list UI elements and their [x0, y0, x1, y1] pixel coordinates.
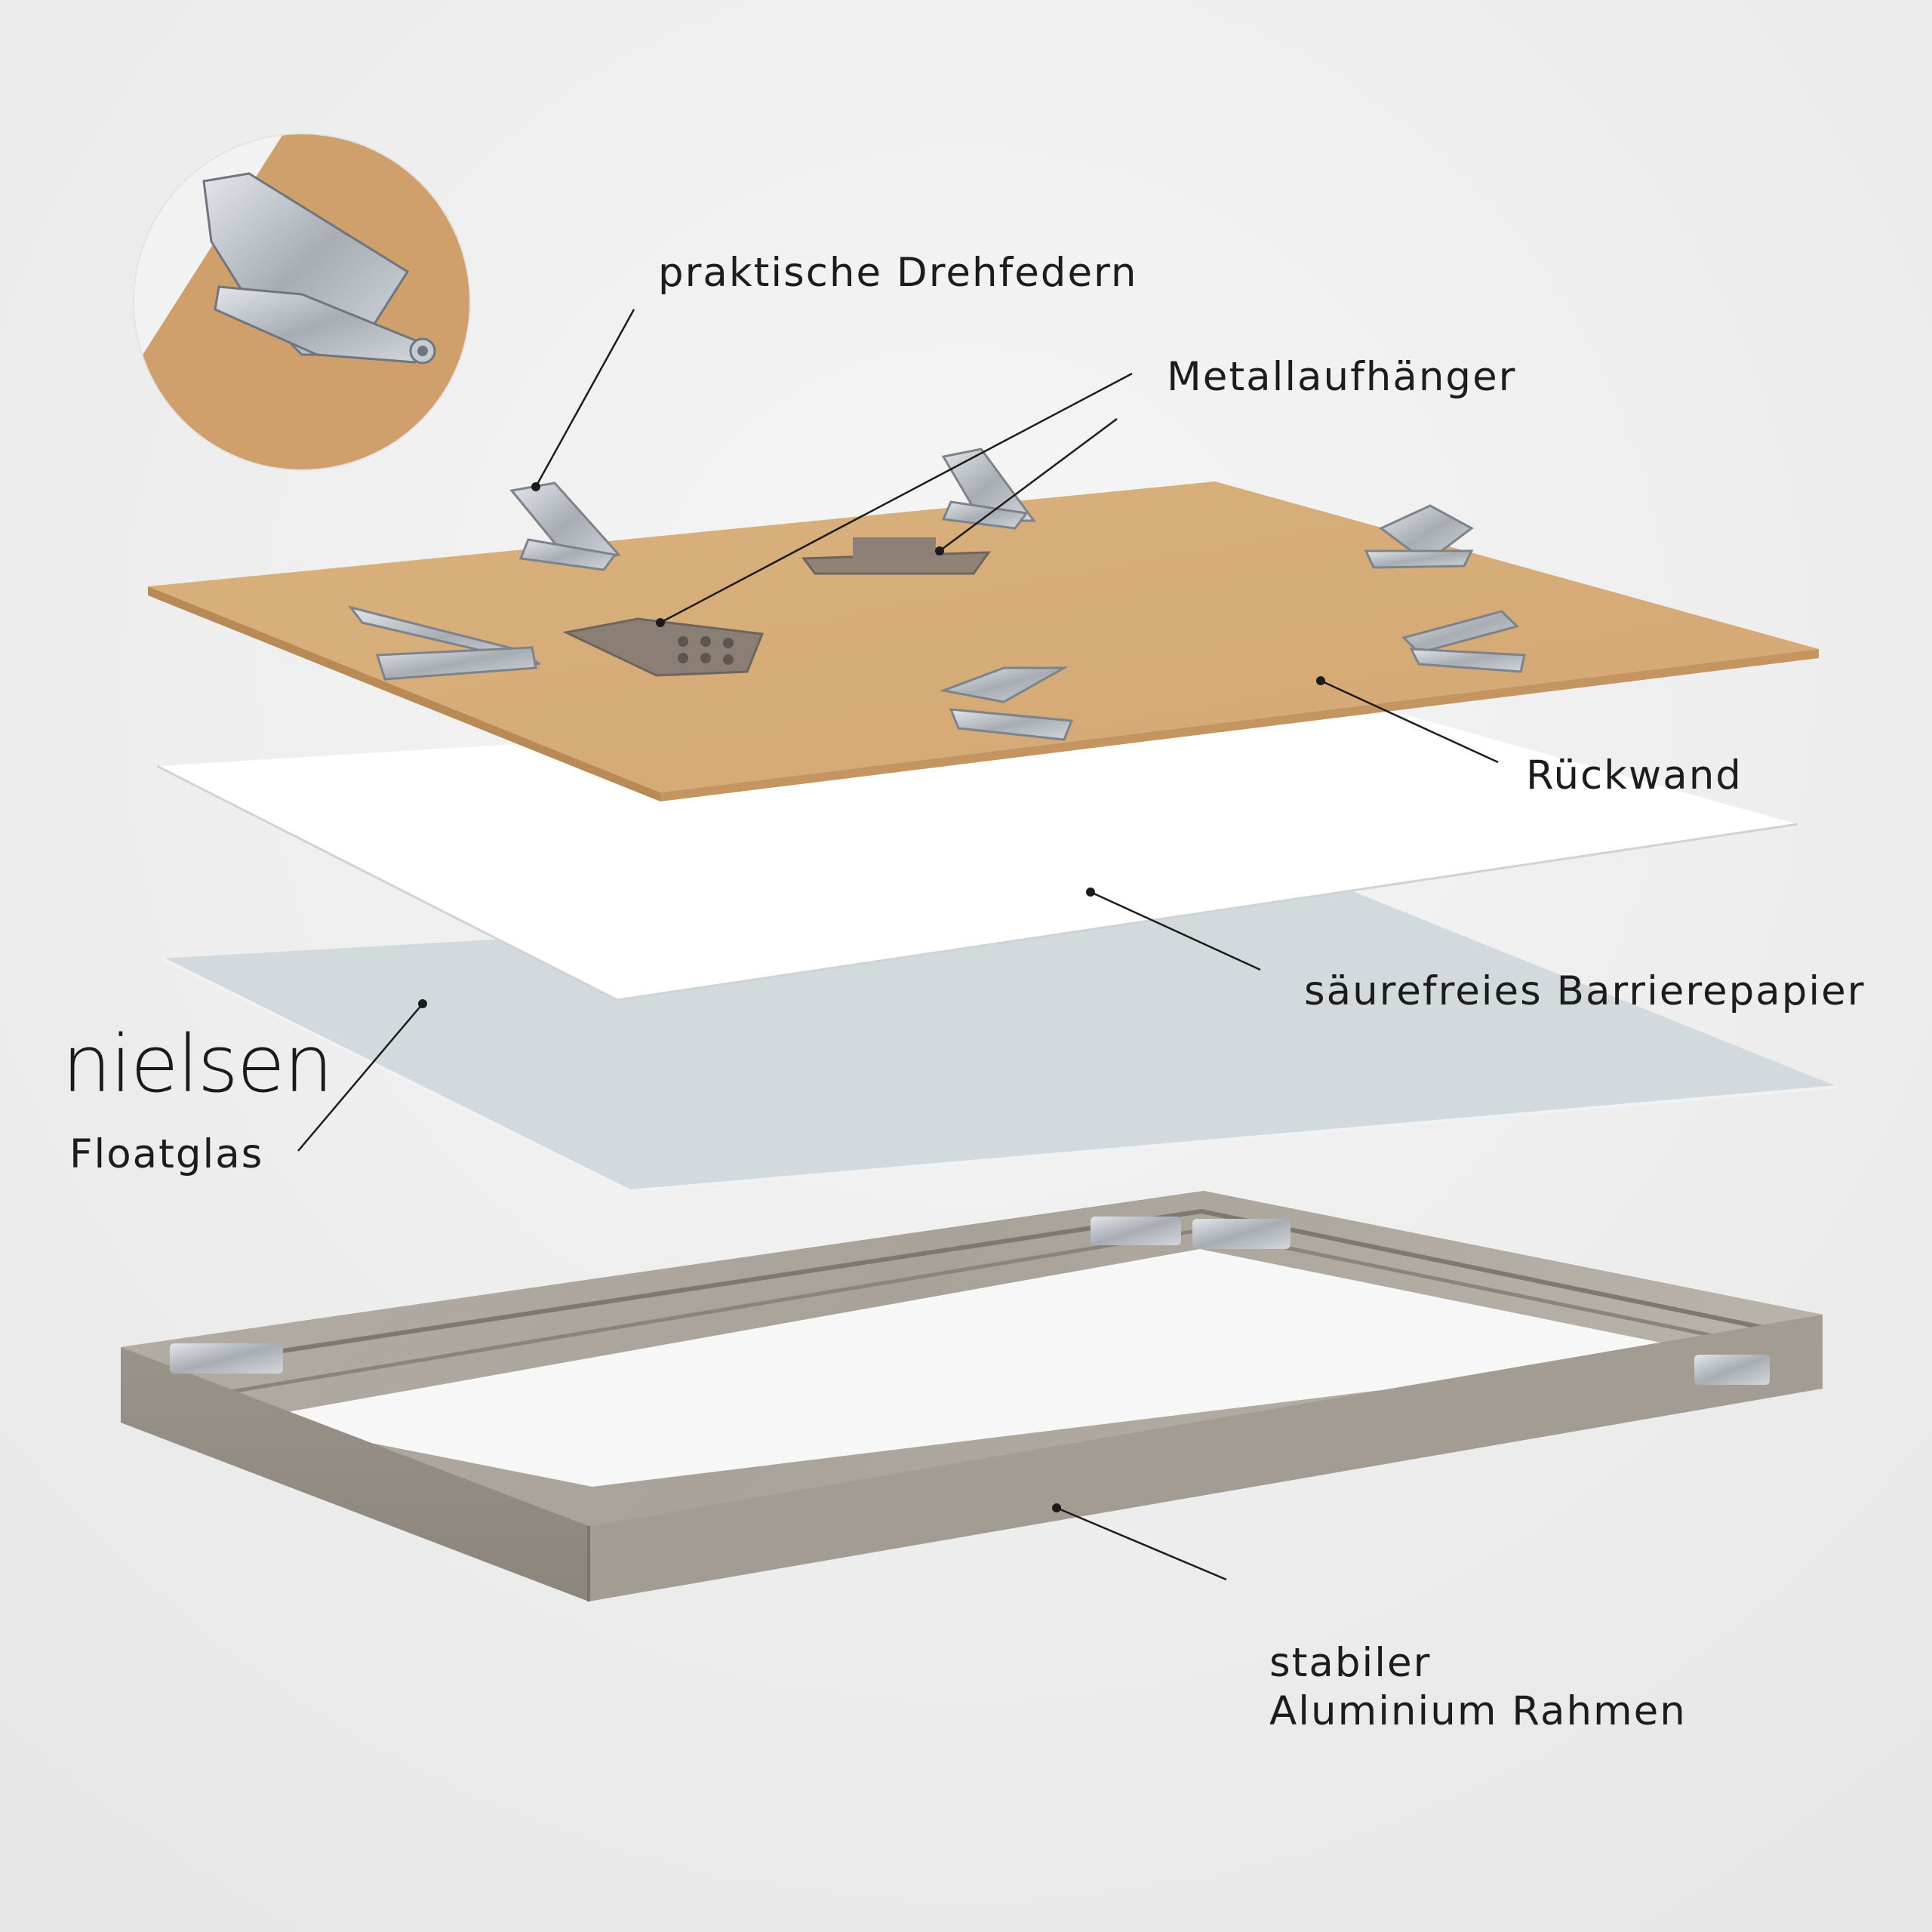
callout-float-glass: Floatglas — [69, 1131, 264, 1177]
leader-dots — [418, 482, 1325, 1512]
metal-hanger-icon — [801, 537, 991, 575]
callout-aluminium-frame: stabiler Aluminium Rahmen — [1269, 1639, 1687, 1735]
turn-spring-icon — [1364, 504, 1474, 569]
aluminium-frame — [121, 1191, 1823, 1601]
turn-spring-icon — [509, 481, 621, 571]
metal-hanger-icon — [562, 617, 764, 677]
callout-metal-hangers: Metallaufhänger — [1167, 354, 1517, 400]
callout-backboard: Rückwand — [1526, 752, 1743, 798]
callout-turn-springs: praktische Drehfedern — [658, 250, 1138, 296]
callout-frame-line1: stabiler — [1269, 1640, 1432, 1686]
turn-spring-icon — [348, 605, 540, 681]
callout-barrier-paper: säurefreies Barrierepapier — [1304, 968, 1866, 1014]
turn-spring-icon — [1401, 610, 1526, 673]
inset-closeup — [133, 133, 471, 471]
turn-spring-icon — [939, 666, 1074, 741]
callout-frame-line2: Aluminium Rahmen — [1269, 1687, 1687, 1734]
brand-logo: nielsen — [62, 1018, 334, 1110]
leader-lines — [297, 309, 1499, 1581]
barrier-paper — [157, 694, 1798, 1000]
turn-spring-icon — [941, 448, 1036, 530]
corner-connector-icon — [170, 1217, 1770, 1385]
turn-spring-closeup-icon — [202, 172, 436, 365]
